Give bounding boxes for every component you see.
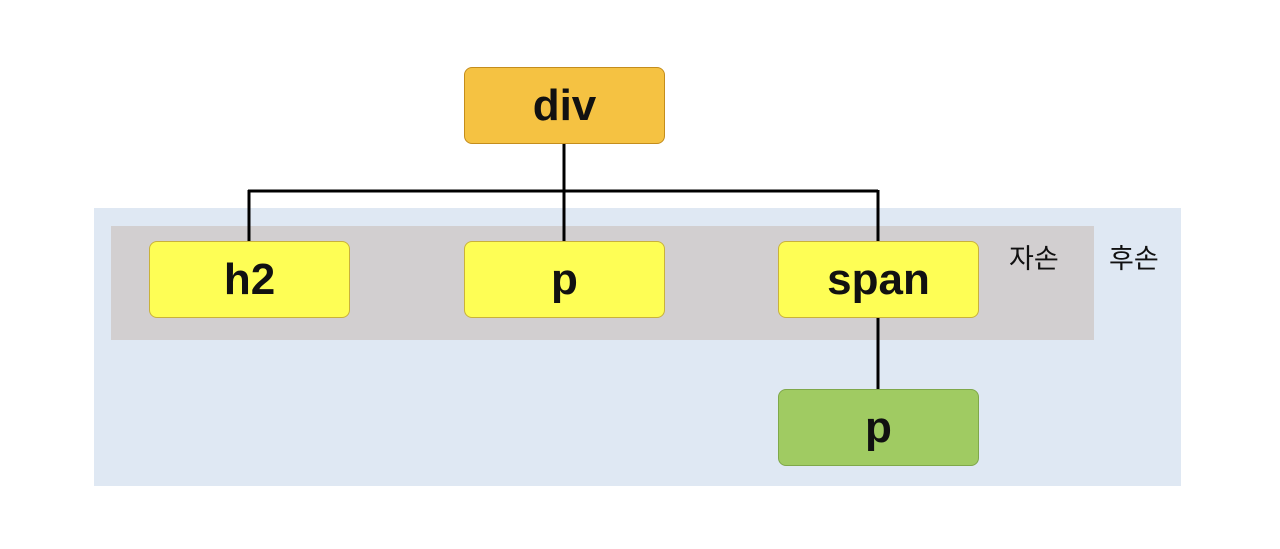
node-span-p: p (778, 389, 979, 466)
node-h2-label: h2 (223, 254, 276, 304)
node-div: div (464, 67, 665, 144)
node-span: span (778, 241, 979, 318)
node-h2: h2 (149, 241, 350, 318)
node-p-label: p (551, 254, 578, 304)
node-span-p-label: p (865, 402, 892, 452)
node-div-label: div (532, 80, 597, 130)
node-p: p (464, 241, 665, 318)
node-span-label: span (827, 254, 930, 304)
descendant-label: 후손 (1109, 244, 1159, 275)
child-label: 자손 (1009, 244, 1059, 275)
